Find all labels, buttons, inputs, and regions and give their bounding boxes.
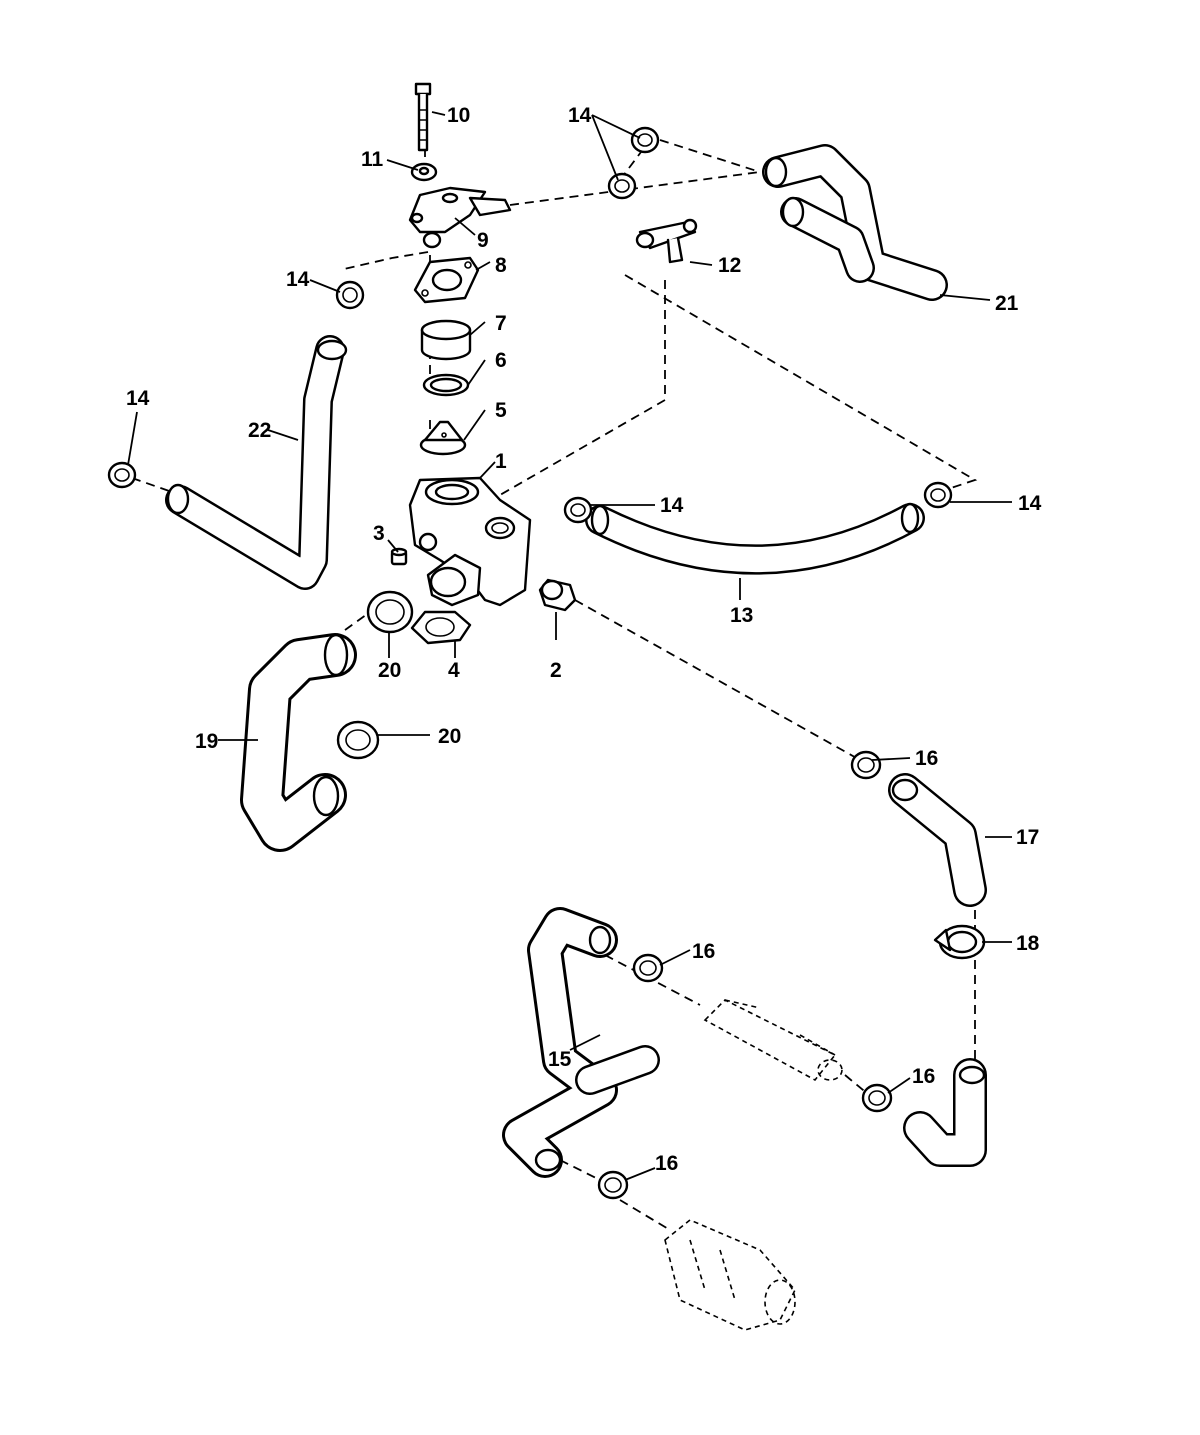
callout-9: 9 bbox=[477, 229, 489, 252]
callout-15: 15 bbox=[548, 1048, 572, 1071]
callout-1: 1 bbox=[495, 450, 507, 473]
hose-part-21 bbox=[762, 144, 948, 301]
callout-13: 13 bbox=[730, 604, 753, 627]
callout-20-upper: 20 bbox=[378, 659, 401, 682]
hose-lower-right bbox=[903, 1058, 987, 1167]
thermostat-housing-part-1 bbox=[408, 476, 532, 607]
thermostat-part-5 bbox=[419, 420, 467, 456]
callout-12: 12 bbox=[718, 254, 741, 277]
clamp-16-d bbox=[597, 1170, 629, 1200]
callout-2: 2 bbox=[550, 659, 562, 682]
clamp-16-b bbox=[632, 953, 664, 983]
callout-6: 6 bbox=[495, 349, 507, 372]
callout-14-left: 14 bbox=[126, 387, 150, 410]
callout-14-top: 14 bbox=[568, 104, 592, 127]
clamp-14-left-upper bbox=[335, 280, 365, 310]
hose-part-17 bbox=[888, 773, 987, 907]
hose-part-13 bbox=[585, 502, 925, 575]
clamp-14-top-b bbox=[607, 172, 637, 200]
callout-4: 4 bbox=[448, 659, 460, 682]
callout-labels: 10 11 9 8 7 6 5 1 3 2 4 20 12 14 14 14 1… bbox=[126, 104, 1042, 1175]
callout-16-c: 16 bbox=[912, 1065, 935, 1088]
clip-part-18 bbox=[933, 924, 986, 960]
callout-16-b: 16 bbox=[692, 940, 715, 963]
callout-19: 19 bbox=[195, 730, 218, 753]
clamp-16-a bbox=[850, 750, 882, 780]
callout-8: 8 bbox=[495, 254, 507, 277]
callout-11: 11 bbox=[361, 148, 384, 171]
callout-7: 7 bbox=[495, 312, 507, 335]
gasket-part-8 bbox=[413, 256, 480, 304]
clamp-14-top-a bbox=[630, 126, 660, 154]
clamp-20-lower bbox=[336, 720, 380, 760]
clamp-20-upper bbox=[366, 590, 414, 634]
callout-14-mid: 14 bbox=[660, 494, 684, 517]
cooler-ghost bbox=[703, 999, 843, 1082]
hose-part-22 bbox=[165, 335, 348, 590]
thermostat-cover-part-9 bbox=[408, 186, 512, 249]
callout-14-left-upper: 14 bbox=[286, 268, 310, 291]
callout-17: 17 bbox=[1016, 826, 1039, 849]
seal-ring-part-6 bbox=[422, 373, 470, 397]
callout-14-right: 14 bbox=[1018, 492, 1042, 515]
hose-part-15 bbox=[502, 907, 660, 1178]
callout-16-a: 16 bbox=[915, 747, 938, 770]
callout-16-d: 16 bbox=[655, 1152, 678, 1175]
sleeve-part-7 bbox=[420, 319, 472, 361]
clamp-14-mid bbox=[563, 496, 593, 524]
callout-22: 22 bbox=[248, 419, 271, 442]
clamp-14-right bbox=[923, 481, 953, 509]
pump-ghost bbox=[664, 1219, 796, 1331]
bolt-part-10 bbox=[414, 82, 432, 152]
clamp-16-c bbox=[861, 1083, 893, 1113]
callout-18: 18 bbox=[1016, 932, 1040, 955]
washer-part-11 bbox=[410, 162, 438, 182]
clamp-14-left bbox=[107, 461, 137, 489]
callout-20-lower: 20 bbox=[438, 725, 461, 748]
leader-lines bbox=[127, 111, 1012, 1181]
hose-part-19 bbox=[240, 633, 357, 852]
tee-fitting-part-12 bbox=[635, 218, 698, 264]
gasket-part-4 bbox=[410, 610, 472, 645]
fitting-part-2 bbox=[538, 578, 577, 612]
callout-5: 5 bbox=[495, 399, 507, 422]
callout-3: 3 bbox=[373, 522, 385, 545]
plug-part-3 bbox=[390, 547, 408, 566]
callout-10: 10 bbox=[447, 104, 470, 127]
callout-21: 21 bbox=[995, 292, 1019, 315]
